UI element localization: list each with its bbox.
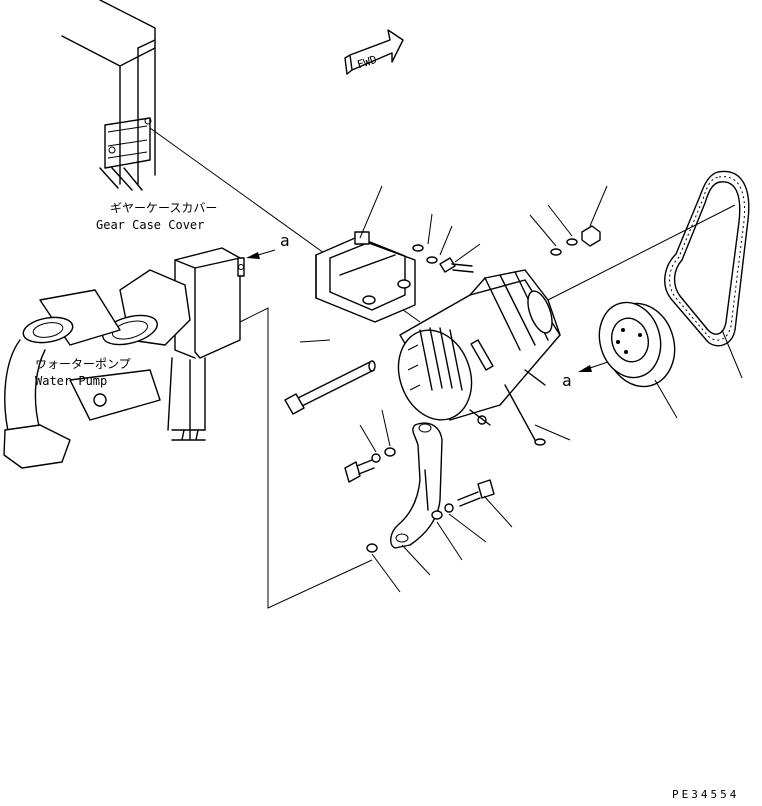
gear-case-cover-jp-label: ギヤーケースカバー <box>110 201 217 215</box>
water-pump-jp-label: ウォーターポンプ <box>35 357 131 371</box>
fwd-arrow: FWD <box>344 29 404 75</box>
alternator <box>397 269 561 446</box>
pulley <box>598 301 678 419</box>
leader-line <box>547 204 736 301</box>
mounting-bracket <box>315 231 416 323</box>
water-pump <box>3 247 245 469</box>
lower-hardware <box>299 339 571 593</box>
fwd-label: FWD <box>356 53 379 72</box>
v-belt <box>664 170 750 379</box>
gear-case-cover-en-label: Gear Case Cover <box>96 218 204 232</box>
water-pump-en-label: Water Pump <box>35 374 107 388</box>
ref-arrow-lower <box>578 361 609 372</box>
ref-a-upper-label: a <box>280 231 290 250</box>
leader-line <box>239 307 373 609</box>
drawing-number: PE34554 <box>672 788 739 801</box>
adjusting-arm <box>390 422 443 549</box>
upper-hardware <box>359 185 608 273</box>
ref-arrow-upper <box>246 249 276 259</box>
engine-block <box>61 0 156 191</box>
ref-a-lower-label: a <box>562 371 572 390</box>
long-bolt <box>284 360 376 415</box>
